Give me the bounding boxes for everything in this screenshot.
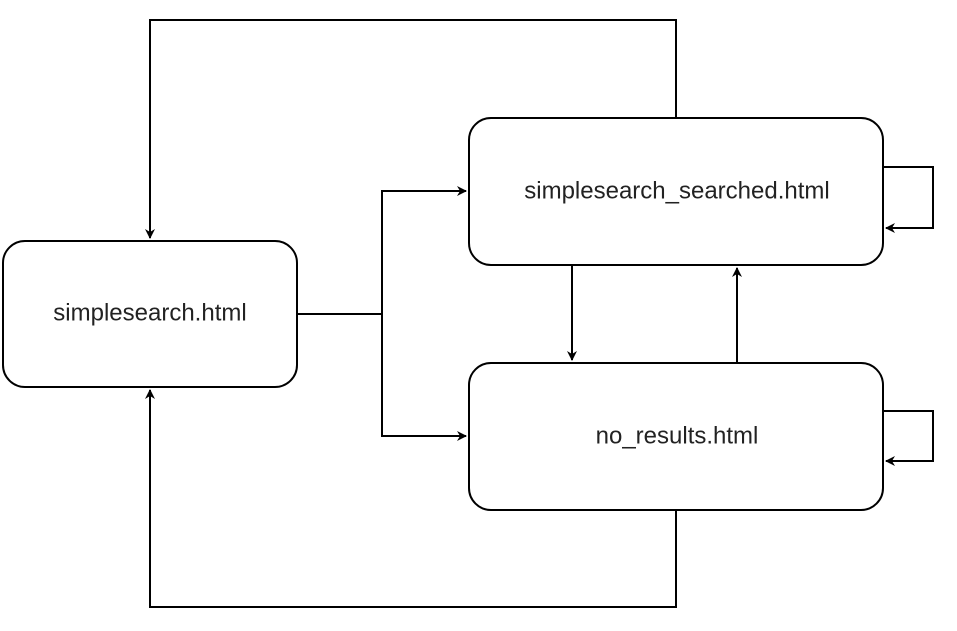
edges	[145, 19, 934, 608]
edge-simplesearch-to-no-results	[381, 314, 467, 441]
node-no-results-box	[468, 362, 884, 511]
node-searched-box	[468, 117, 884, 266]
node-simplesearch-label: simplesearch.html	[53, 299, 246, 326]
edge-simplesearch-to-searched	[297, 186, 467, 315]
node-simplesearch: simplesearch.html	[2, 240, 298, 388]
node-simplesearch-box	[2, 240, 298, 388]
node-no-results-label: no_results.html	[596, 422, 759, 449]
node-searched-label: simplesearch_searched.html	[524, 177, 829, 204]
edge-searched-to-simplesearch	[145, 19, 677, 239]
node-no-results: no_results.html	[468, 362, 884, 511]
edge-searched-self-loop	[883, 166, 934, 233]
edge-no-results-self-loop	[883, 410, 934, 466]
node-searched: simplesearch_searched.html	[468, 117, 884, 266]
edge-no-results-to-simplesearch	[145, 389, 677, 608]
